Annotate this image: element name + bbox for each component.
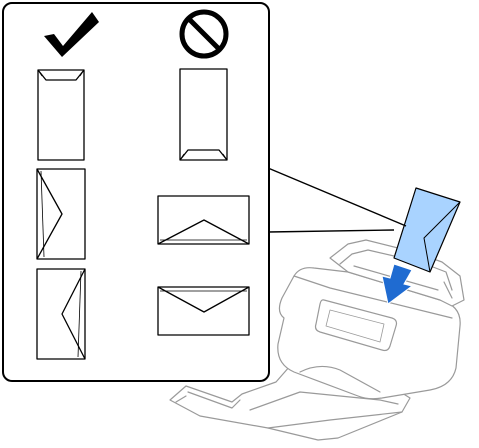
envelope-portrait-flap-right	[36, 268, 86, 360]
correct-envelopes	[36, 69, 86, 360]
feeding-envelope	[393, 187, 461, 273]
callout-pointer	[267, 167, 407, 233]
scanner-illustration	[169, 239, 465, 441]
feed-direction-arrow-icon	[381, 263, 414, 305]
envelope-portrait-flap-bottom	[179, 68, 228, 161]
envelope-portrait-flap-left	[36, 168, 86, 260]
envelope-landscape-flap-top	[157, 286, 250, 336]
checkmark-icon	[44, 12, 99, 57]
prohibited-icon	[179, 9, 229, 59]
envelope-portrait-flap-top	[37, 69, 85, 161]
envelope-landscape-flap-bottom	[157, 195, 250, 245]
envelope-in-feeder	[393, 187, 461, 273]
incorrect-envelopes	[157, 68, 250, 336]
control-panel	[314, 299, 398, 352]
